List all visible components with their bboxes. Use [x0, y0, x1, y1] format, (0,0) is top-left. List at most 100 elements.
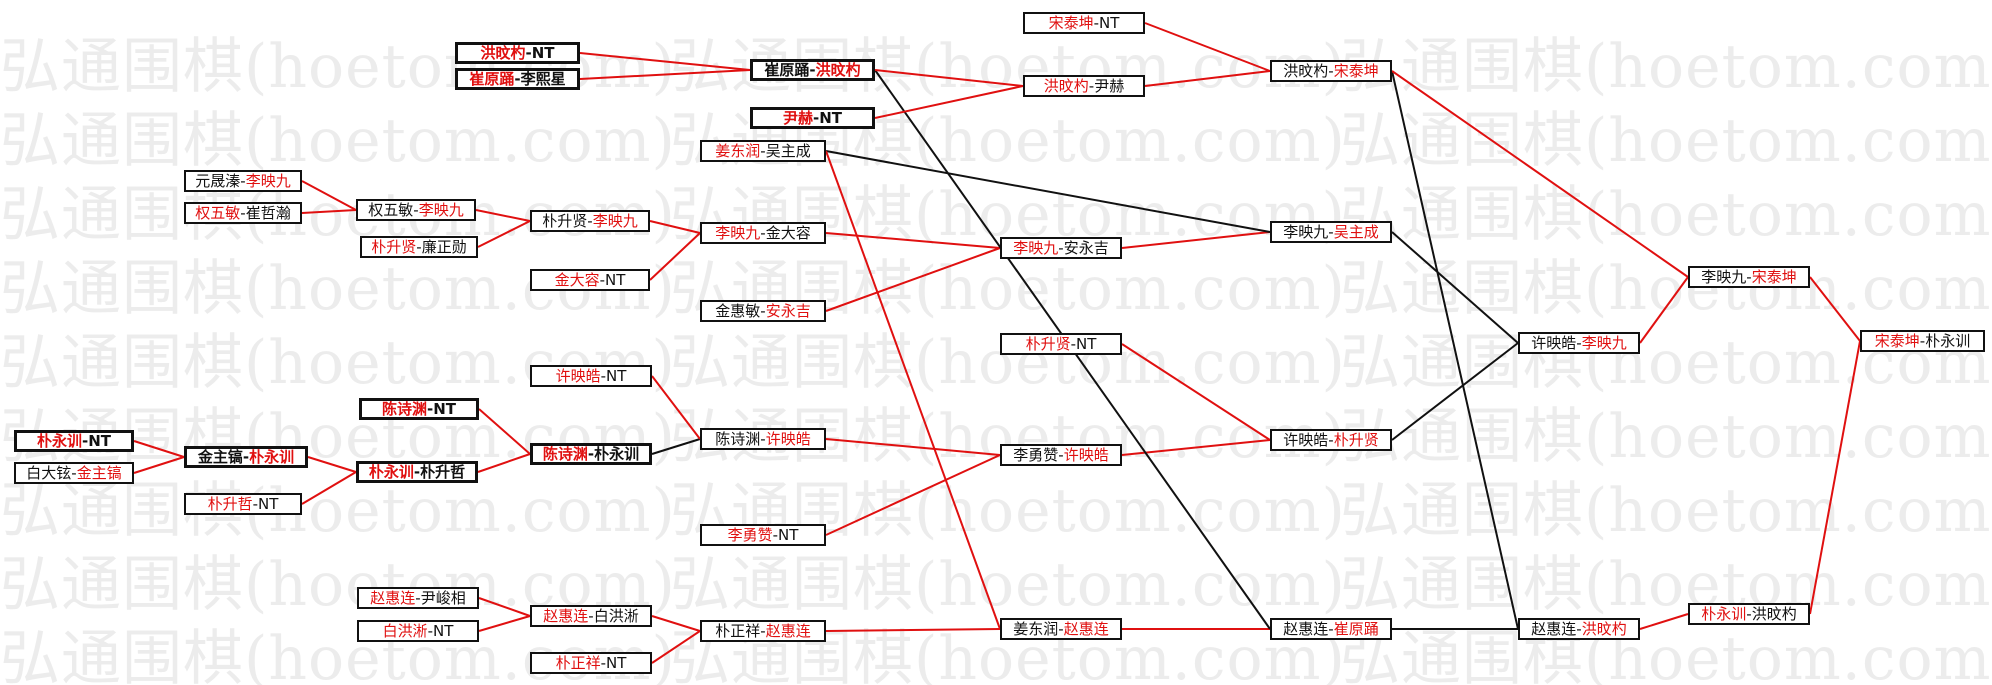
bracket-link: [651, 615, 701, 632]
bracket-link: [477, 453, 531, 473]
player-name: 白洪淅: [382, 621, 428, 640]
player-name: 朴正祥: [555, 653, 601, 672]
player-name: 李映九: [245, 171, 291, 190]
player-name: 朴永训: [1925, 331, 1971, 350]
player-name: 姜东润: [1013, 619, 1059, 638]
bracket-link: [475, 209, 531, 222]
player-name: NT: [605, 270, 626, 289]
player-name: 金主镐: [197, 447, 243, 466]
match-box: 陈诗渊-朴永训: [530, 443, 652, 465]
match-box: 朴永训-朴升哲: [356, 461, 478, 483]
bracket-link: [1809, 276, 1861, 342]
separator: -: [600, 653, 607, 672]
player-name: 洪旼杓: [1283, 61, 1329, 80]
separator: -: [240, 203, 246, 222]
player-name: 朴升贤: [1333, 430, 1379, 449]
match-box: 许映皓-朴升贤: [1270, 429, 1392, 451]
player-name: 陈诗渊: [542, 444, 588, 463]
player-name: 宋泰坤: [1333, 61, 1379, 80]
player-name: 宋泰坤: [1874, 331, 1920, 350]
match-box: 元晟溱-李映九: [184, 170, 302, 192]
player-name: 朴永训: [249, 447, 295, 466]
player-name: 吴主成: [765, 141, 811, 160]
separator: -: [587, 444, 595, 463]
separator: -: [426, 399, 434, 418]
separator: -: [1088, 76, 1095, 95]
player-name: 李映九: [1701, 267, 1747, 286]
player-name: 陈诗渊: [381, 399, 427, 418]
bracket-link: [1144, 22, 1271, 72]
player-name: 白洪淅: [593, 606, 639, 625]
separator: -: [1576, 333, 1582, 352]
separator: -: [1328, 619, 1334, 638]
bracket-link: [133, 440, 185, 458]
match-box: 朴永训-NT: [14, 430, 134, 452]
bracket-link: [307, 456, 357, 473]
separator: -: [416, 237, 422, 256]
player-name: 权五敏: [368, 200, 414, 219]
match-box: 崔原踊-李熙星: [455, 68, 580, 90]
player-name: 李映九: [1013, 238, 1059, 257]
bracket-link: [478, 408, 531, 455]
watermark-line: 弘通围棋(hoetom.com): [1340, 550, 1992, 620]
separator: -: [1746, 267, 1752, 286]
match-box: 朴正祥-赵惠连: [700, 620, 826, 642]
player-name: 许映皓: [1283, 430, 1329, 449]
player-name: 赵惠连: [765, 621, 811, 640]
bracket-link: [301, 180, 357, 211]
player-name: 赵惠连: [1063, 619, 1109, 638]
match-box: 李勇赞-许映皓: [1000, 444, 1122, 466]
player-name: 崔哲瀚: [245, 203, 291, 222]
player-name: 宋泰坤: [1048, 13, 1094, 32]
bracket-link: [651, 375, 701, 440]
bracket-link: [825, 150, 1271, 233]
player-name: 洪旼杓: [815, 60, 861, 79]
match-box: 朴永训-洪旼杓: [1688, 603, 1810, 625]
separator: -: [760, 429, 766, 448]
bracket-link: [1121, 343, 1271, 441]
separator: -: [760, 301, 766, 320]
separator: -: [240, 171, 246, 190]
bracket-link: [301, 209, 357, 214]
player-name: 李映九: [715, 223, 761, 242]
match-box: 洪旼杓-宋泰坤: [1270, 60, 1392, 82]
bracket-link: [1121, 231, 1271, 249]
player-name: 赵惠连: [1531, 619, 1577, 638]
watermark-line: 弘通围棋(hoetom.com): [0, 476, 676, 546]
player-name: 朴升贤: [371, 237, 417, 256]
bracket-link: [1391, 231, 1519, 344]
separator: -: [1070, 334, 1077, 353]
match-box: 白洪淅-NT: [357, 620, 479, 642]
player-name: NT: [819, 108, 843, 127]
match-box: 尹赫-NT: [750, 107, 875, 129]
watermark-line: 弘通围棋(hoetom.com): [0, 106, 676, 176]
bracket-link: [1391, 70, 1689, 278]
watermark-line: 弘通围棋(hoetom.com): [1340, 106, 1992, 176]
bracket-link: [579, 52, 751, 71]
bracket-link: [649, 220, 701, 234]
match-box: 宋泰坤-NT: [1023, 12, 1145, 34]
match-box: 李映九-宋泰坤: [1688, 266, 1810, 288]
player-name: 尹赫: [782, 108, 813, 127]
bracket-link: [1391, 70, 1519, 630]
match-box: 赵惠连-崔原踊: [1270, 618, 1392, 640]
bracket-link: [651, 630, 701, 664]
match-box: 李映九-吴主成: [1270, 221, 1392, 243]
match-box: 洪旼杓-NT: [455, 42, 580, 64]
player-name: 安永吉: [765, 301, 811, 320]
bracket-link: [825, 150, 1001, 630]
bracket-link: [478, 615, 531, 632]
player-name: 朴升贤: [542, 211, 588, 230]
watermark-line: 弘通围棋(hoetom.com): [1340, 476, 1992, 546]
watermark-line: 弘通围棋(hoetom.com): [1340, 624, 1992, 685]
player-name: 李映九: [1283, 222, 1329, 241]
player-name: 赵惠连: [543, 606, 589, 625]
separator: -: [413, 462, 421, 481]
player-name: 朴永训: [36, 431, 82, 450]
separator: -: [599, 270, 606, 289]
separator: -: [1576, 619, 1582, 638]
separator: -: [1058, 238, 1064, 257]
match-box: 赵惠连-洪旼杓: [1518, 618, 1640, 640]
